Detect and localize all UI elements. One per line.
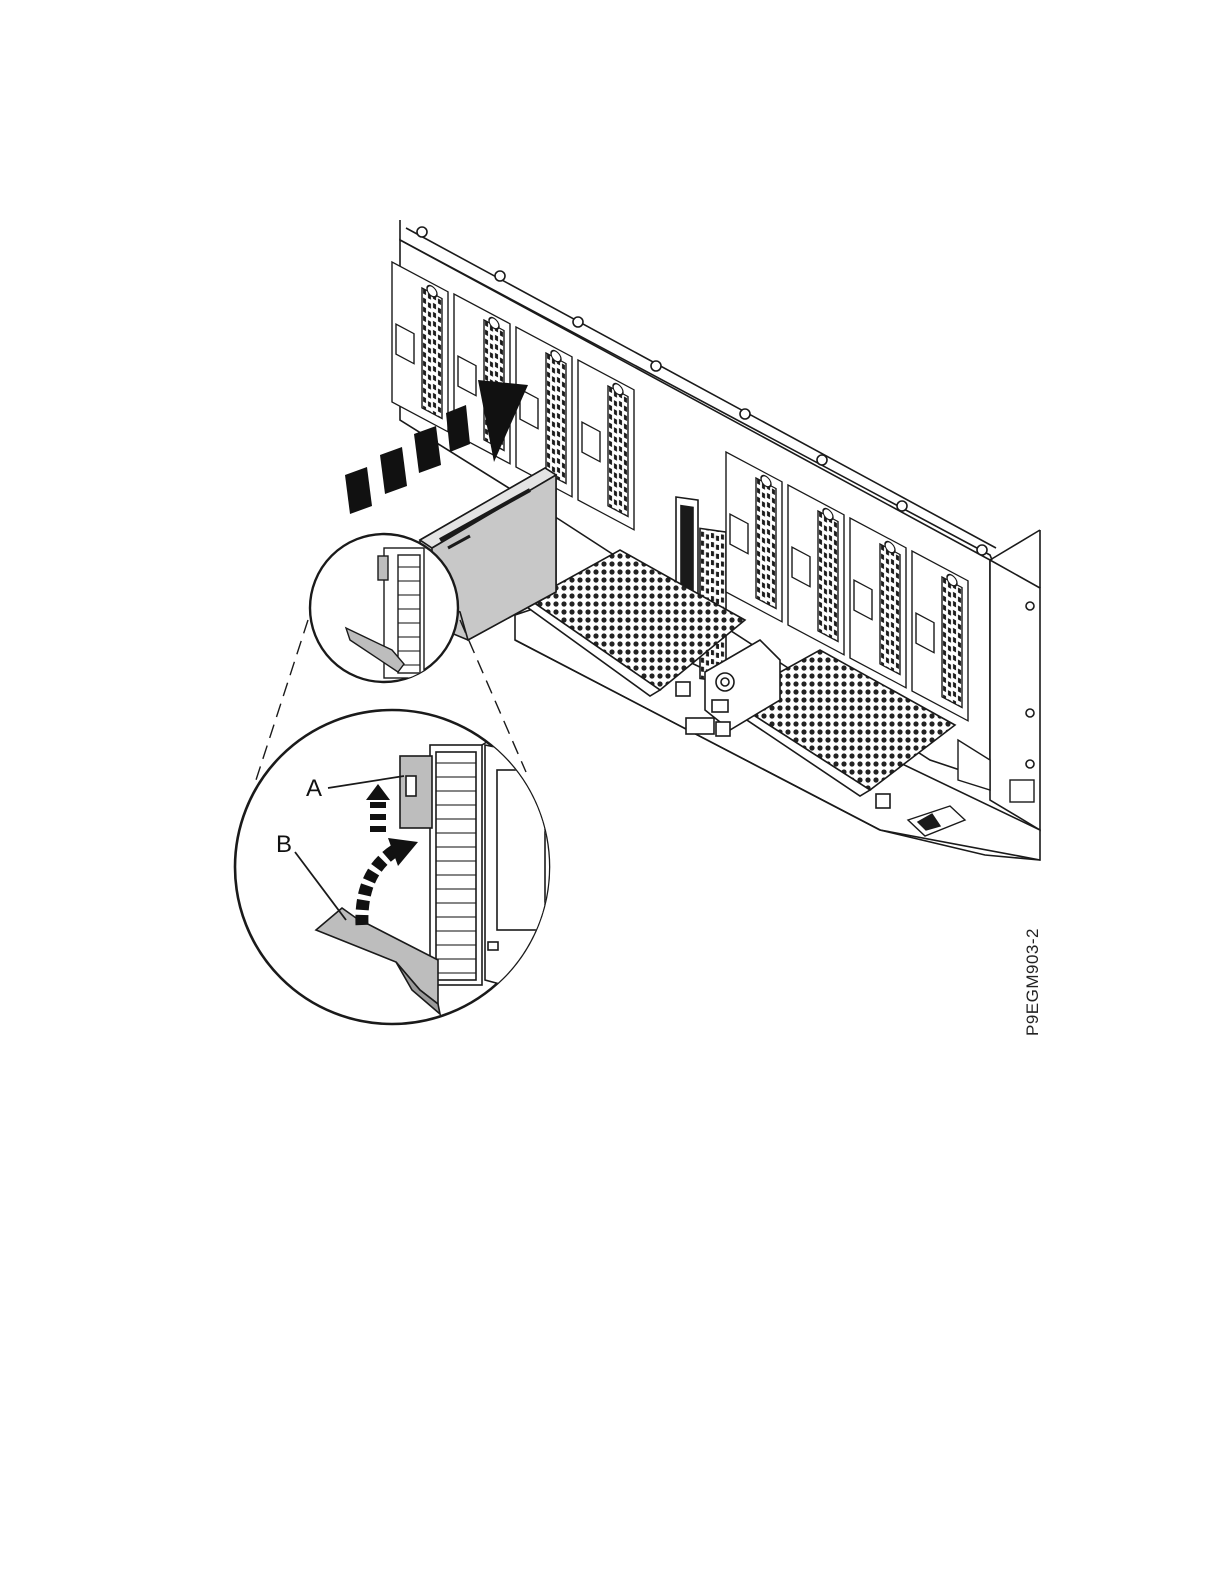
callout-label-a: A — [306, 775, 322, 802]
zoom-detail-circle — [235, 710, 560, 1024]
callout-label-b: B — [276, 831, 292, 858]
figure-id: P9EGM903-2 — [1023, 928, 1042, 1036]
small-detail-circle — [310, 534, 458, 682]
